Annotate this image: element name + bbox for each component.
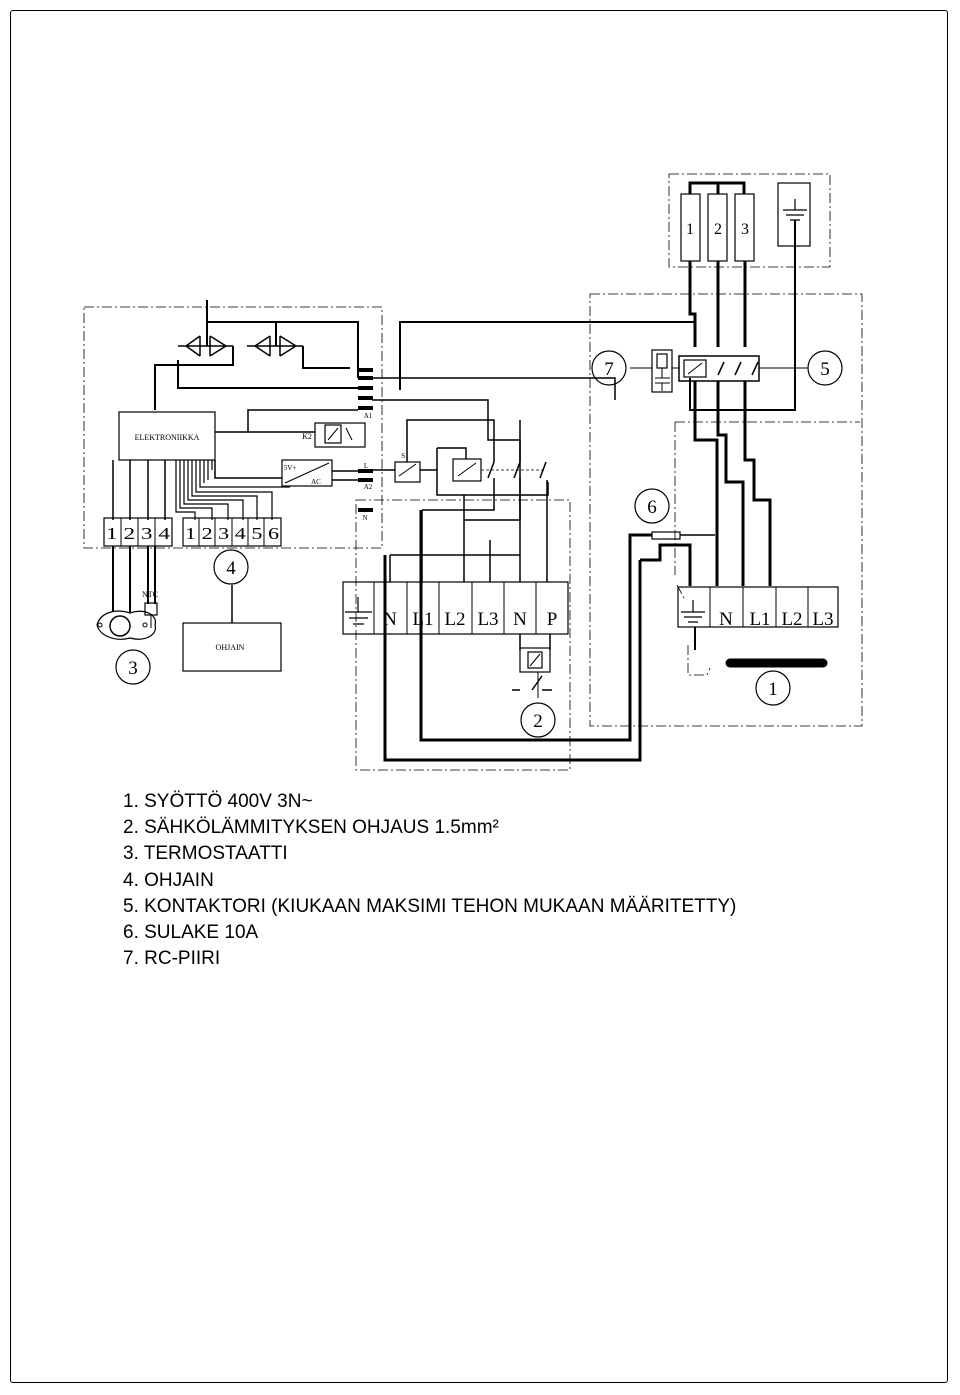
callout-6: 6 [647, 497, 657, 518]
legend-item: 3. TERMOSTAATTI [123, 843, 288, 865]
ohjain-box-label: OHJAIN [216, 643, 245, 652]
callout-2: 2 [533, 711, 543, 732]
element-label: 2 [714, 221, 722, 238]
main-terminal-enclosure [355, 499, 571, 771]
legend-list: 1. SYÖTTÖ 400V 3N~ 2. SÄHKÖLÄMMITYKSEN O… [123, 789, 736, 972]
legend-item: 1. SYÖTTÖ 400V 3N~ [123, 791, 313, 812]
5v-label: 5V+ [284, 464, 297, 472]
element-label: 3 [741, 221, 749, 238]
contactor-enclosure [589, 293, 863, 727]
legend-item: 2. SÄHKÖLÄMMITYKSEN OHJAUS 1.5mm² [123, 817, 499, 839]
a2-label: A2 [364, 483, 373, 491]
heater-terminal-l3: L3 [812, 609, 833, 630]
legend-item: 5. KONTAKTORI (KIUKAAN MAKSIMI TEHON MUK… [123, 895, 737, 917]
callout-7: 7 [604, 359, 614, 380]
heater-terminal-n: N [719, 609, 733, 630]
k2-label: K2 [302, 432, 312, 441]
s1-label: S1 [401, 452, 409, 460]
element-label: 1 [686, 221, 694, 238]
main-terminal-p: P [547, 609, 558, 630]
a1-label: A1 [364, 412, 373, 420]
callout-1: 1 [768, 679, 778, 700]
ntc-label: NTC [142, 590, 158, 599]
sensor-terminal-labels: 1 2 3 4 [106, 524, 171, 543]
electronics-enclosure [83, 306, 383, 549]
main-terminal-l2: L2 [444, 609, 465, 630]
callout-3: 3 [128, 658, 138, 679]
legend-item: 6. SULAKE 10A [123, 922, 259, 944]
legend-item: 4. OHJAIN [123, 869, 214, 891]
elektroniikka-label: ELEKTRONIIKKA [135, 433, 200, 442]
heater-terminal-l2: L2 [781, 609, 802, 630]
callout-5: 5 [820, 359, 830, 380]
main-terminal-l1: L1 [412, 609, 433, 630]
l-label: L [364, 462, 368, 470]
page-frame [10, 10, 948, 1383]
heater-terminal-l1: L1 [749, 609, 770, 630]
main-terminal-n2: N [513, 609, 527, 630]
heater-enclosure-outline [674, 421, 860, 676]
main-terminal-l3: L3 [477, 609, 498, 630]
heater-elements-enclosure [668, 173, 831, 268]
callout-4: 4 [226, 558, 236, 579]
main-terminal-n: N [383, 609, 397, 630]
control-terminal-labels: 1 2 3 4 5 6 [185, 524, 279, 543]
legend-item: 7. RC-PIIRI [123, 948, 221, 970]
ac-label: AC [311, 478, 321, 486]
n-small-label: N [362, 514, 367, 522]
